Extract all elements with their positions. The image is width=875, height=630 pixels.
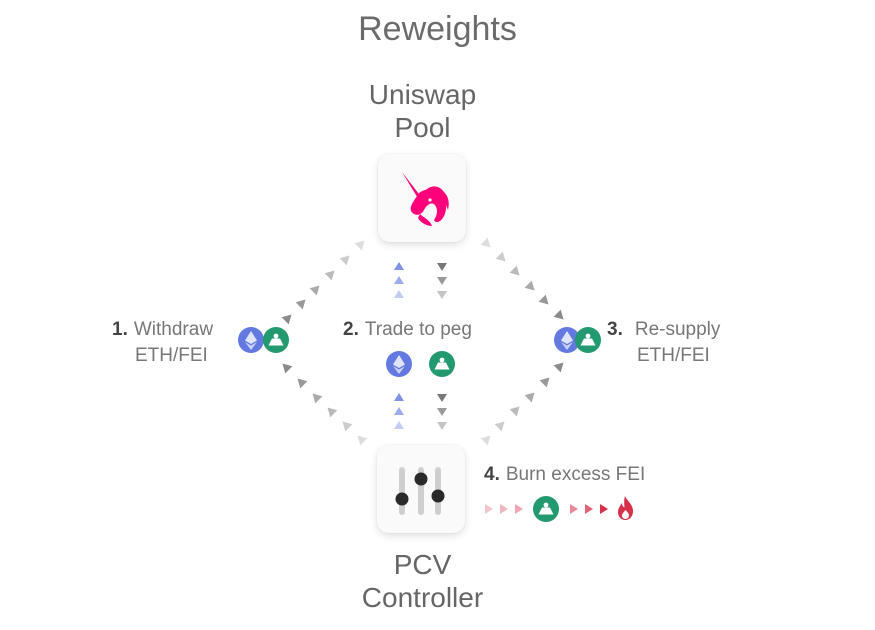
- step-1-withdraw: 1.Withdraw ETH/FEI: [112, 317, 237, 369]
- step-3-number: 3.: [607, 319, 623, 340]
- arrows-resupply-up: [480, 237, 564, 320]
- pcv-controller-label: PCV Controller: [335, 548, 510, 614]
- step-2-number: 2.: [343, 319, 359, 340]
- step-4-number: 4.: [484, 464, 500, 485]
- diagram-title: Reweights: [358, 10, 517, 48]
- step-3-tokens: [554, 327, 610, 355]
- pcv-label-line2: Controller: [361, 582, 484, 613]
- step-3-text: Re-supply: [634, 319, 721, 340]
- step-1-number: 1.: [112, 319, 128, 340]
- fire-icon: [614, 494, 638, 522]
- step-3-resupply: 3. Re-supply ETH/FEI: [607, 317, 757, 369]
- step-2-text: Trade to peg: [364, 319, 472, 340]
- arrows-burn: [485, 504, 608, 514]
- pcv-controller-card: [377, 445, 465, 533]
- step-2-trade: 2.Trade to peg: [343, 317, 513, 343]
- arrows-withdraw-down: [282, 363, 368, 446]
- uniswap-label-line1: Uniswap: [368, 79, 477, 110]
- arrows-trade-upper: [394, 262, 447, 299]
- arrows-withdraw-up: [281, 240, 365, 325]
- step-3-subtext: ETH/FEI: [637, 345, 710, 366]
- fei-icon: [429, 351, 455, 377]
- eth-icon: [238, 327, 264, 353]
- fei-icon: [575, 327, 601, 353]
- eth-icon: [554, 327, 580, 353]
- eth-icon: [386, 351, 412, 377]
- arrows-trade-lower: [394, 393, 447, 430]
- pcv-label-line1: PCV: [393, 549, 452, 580]
- fei-icon: [533, 496, 559, 522]
- uniswap-label-line2: Pool: [394, 112, 451, 143]
- unicorn-icon: [402, 172, 449, 226]
- sliders-icon: [395, 467, 445, 515]
- step-1-tokens: [238, 327, 294, 355]
- uniswap-pool-label: Uniswap Pool: [335, 78, 510, 144]
- step-1-text: Withdraw: [133, 319, 214, 340]
- step-1-subtext: ETH/FEI: [135, 345, 208, 366]
- step-4-text: Burn excess FEI: [505, 464, 646, 485]
- arrows-resupply-down: [480, 362, 564, 446]
- step-4-burn: 4.Burn excess FEI: [484, 462, 684, 488]
- uniswap-pool-card: [378, 154, 466, 242]
- fei-icon: [263, 327, 289, 353]
